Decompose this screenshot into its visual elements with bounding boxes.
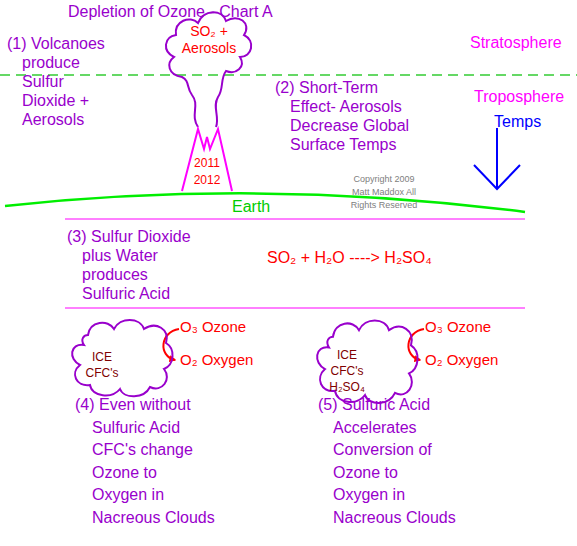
- cloud-content: ICE CFC's: [80, 349, 124, 381]
- temperature-arrow-head: [474, 165, 520, 189]
- nacreous-cloud-outline: [72, 320, 172, 396]
- temperature-label: Temps: [494, 112, 541, 131]
- volcanic-plume: SO₂ + Aerosols: [160, 5, 258, 130]
- molecule-label: O₃ Ozone: [425, 318, 491, 336]
- ground-label: Earth: [232, 197, 270, 216]
- chemical-equation: SO₂ + H₂O ----> H₂SO₄: [267, 248, 432, 267]
- step-text: (1) Volcanoes produce Sulfur Dioxide + A…: [7, 34, 114, 129]
- nacreous-cloud: ICE CFC's: [68, 315, 175, 400]
- copyright-note: Copyright 2009 Matt Maddox All Rights Re…: [345, 173, 423, 212]
- emission-text: SO₂ + Aerosols: [178, 23, 240, 57]
- volcano-shape: 2011 2012: [178, 125, 236, 193]
- nacreous-cloud-outline: [317, 320, 417, 403]
- chart-title: Depletion of Ozone - Chart A: [68, 2, 273, 21]
- temperature-arrow-shaft: [496, 128, 498, 188]
- molecule-label: O₂ Oxygen: [180, 351, 253, 369]
- layer-label: Stratosphere: [470, 33, 562, 52]
- step-text: (4) Even without Sulfuric Acid CFC's cha…: [75, 394, 216, 529]
- node-outline: [68, 315, 175, 400]
- year-text: 2011 2012: [188, 155, 226, 189]
- step-text: (5) Sulfuric Acid Accelerates Conversion…: [318, 394, 457, 529]
- step-text: (3) Sulfur Dioxide plus Water produces S…: [67, 227, 197, 303]
- section-divider: [65, 308, 525, 309]
- volcanic-plume-outline: [166, 12, 251, 127]
- node-outline: [313, 315, 420, 407]
- molecule-label: O₃ Ozone: [180, 318, 246, 336]
- step-text: (2) Short-Term Effect- Aerosols Decrease…: [275, 78, 412, 154]
- cloud-content: ICE CFC's H₂SO₄: [325, 347, 369, 395]
- volcano-shape-outline: [182, 129, 232, 191]
- molecule-label: O₂ Oxygen: [425, 351, 498, 369]
- nacreous-cloud: ICE CFC's H₂SO₄: [313, 315, 420, 407]
- layer-label: Troposphere: [474, 87, 564, 106]
- section-divider: [65, 219, 525, 220]
- stratosphere-boundary: [0, 74, 577, 76]
